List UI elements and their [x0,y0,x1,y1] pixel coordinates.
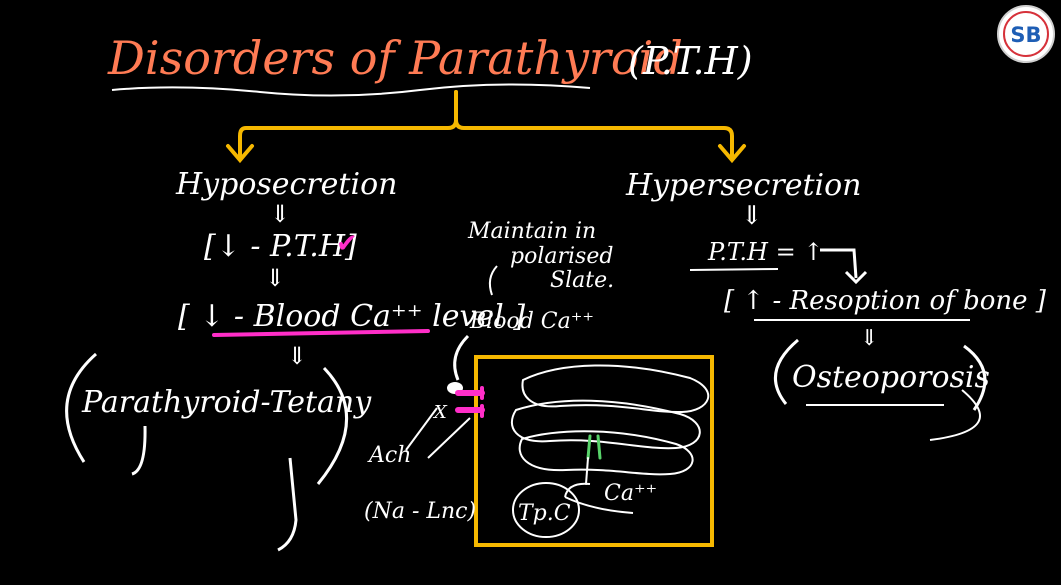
logo-ring [1003,11,1049,57]
right-arrow-1: ⇓ [741,201,763,231]
release-line [585,457,589,485]
parathyroid-tetany-label: Parathyroid-Tetany [81,385,372,420]
middle-diagram: Maintain in polarised Slate. Blood Ca⁺⁺ … [364,219,714,547]
maintain-note-line-3: Slate. [550,268,614,293]
troponin-circle [512,482,580,538]
sarcoplasmic-loop-1 [521,364,710,414]
osteoporosis-label: Osteoporosis [792,360,990,395]
troponin-label: Tp.C [518,501,571,526]
left-branch: Hyposecretion ⇓ [↓ - P.T.H] ✔ ⇓ [ ↓ - Bl… [65,167,525,552]
logo-badge [997,5,1055,63]
page-title: Disorders of Parathyroid [107,31,683,85]
blood-calcium-pointer [453,334,470,381]
sarcoplasmic-loop-2 [510,399,701,450]
right-branch: Hypersecretion ⇓ P.T.H = ↑ [ ↑ - Resopti… [625,168,1047,441]
logo: SB [997,5,1055,63]
left-arrow-1: ⇓ [270,200,290,228]
ach-pointer-line [405,407,438,451]
ach-label: Ach [367,443,411,468]
tetany-stroke-a [131,425,147,476]
title-group: Disorders of Parathyroid (P.T.H) [107,31,753,97]
synapse-box [474,355,714,547]
left-branch-arrowhead [226,144,254,164]
check-mark-icon: ✔ [336,229,358,259]
calcium-underline [212,329,430,337]
title-underline [111,83,591,97]
na-lnc-pointer-line [427,417,471,459]
maintain-note-line-1: Maintain in [467,219,596,244]
right-pth-arrow [820,248,858,279]
calcium-label: Ca⁺⁺ [604,481,657,506]
right-pth-arrowhead [844,270,868,285]
maintain-note-arrow [488,265,498,296]
right-pth-underline [689,268,779,271]
tetany-stroke-b [277,457,298,552]
left-pth-label: [↓ - P.T.H] [204,229,357,264]
hyposecretion-label: Hyposecretion [175,167,397,202]
right-arrow-2: ⇓ [860,326,878,351]
logo-letters: SB [1010,23,1041,47]
green-channel [586,434,602,460]
page-title-abbr: (P.T.H) [628,39,753,83]
calcium-link [564,482,591,498]
blood-calcium-note: Blood Ca⁺⁺ [469,309,594,334]
blood-calcium-label: [ ↓ - Blood Ca⁺⁺ level ] [178,299,525,334]
bone-resorption-label: [ ↑ - Resoption of bone ] [724,286,1047,316]
hypersecretion-label: Hypersecretion [625,168,862,203]
right-branch-arrow [454,90,734,158]
osteoporosis-swoosh [929,389,981,441]
left-arrow-2: ⇓ [265,264,285,292]
branch-arrows [226,90,746,164]
tetany-close-paren [316,366,348,485]
right-pth-label: P.T.H = ↑ [707,238,823,266]
osteoporosis-close-paren [963,344,987,411]
x-mark: X [432,402,448,423]
calcium-spread [564,496,634,514]
left-arrow-3: ⇓ [287,342,307,370]
right-branch-arrowhead [718,144,746,164]
na-lnc-label: (Na - Lnc) [364,499,476,524]
sarcoplasmic-loop-3 [518,430,694,476]
left-branch-arrow [238,90,458,158]
osteoporosis-open-paren [773,338,799,405]
tetany-open-paren [65,352,97,463]
maintain-note-line-2: polarised [510,244,613,269]
channel-pink [455,390,485,413]
